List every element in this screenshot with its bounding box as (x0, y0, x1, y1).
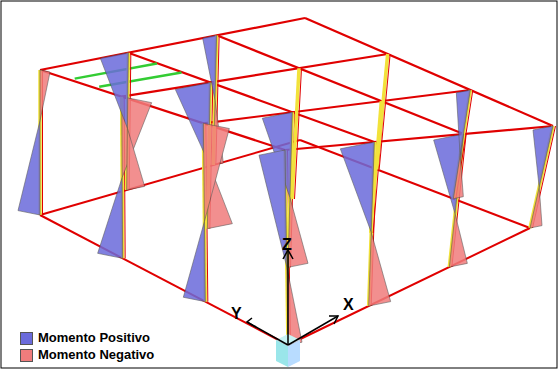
beam-line (40, 215, 288, 345)
moment-triangle (100, 53, 128, 129)
legend-swatch (20, 332, 33, 345)
moment-triangle (456, 90, 470, 155)
moment-triangle (127, 128, 145, 190)
beam-line (288, 228, 530, 345)
moment-triangle (453, 155, 463, 198)
axis-line (287, 250, 289, 345)
axis-label: X (343, 296, 354, 314)
beam-line (40, 70, 285, 150)
beams (40, 18, 553, 345)
moment-triangle (434, 134, 464, 214)
axes (247, 250, 338, 367)
moment-triangle (183, 221, 205, 301)
moment-triangle (40, 70, 50, 121)
beam-line (217, 35, 464, 134)
column (377, 54, 388, 169)
legend-swatch (20, 349, 33, 362)
column-edge (379, 54, 390, 169)
moment-triangle (98, 178, 123, 259)
axis-arrow (247, 318, 256, 327)
axis-label: Y (231, 305, 242, 323)
beam-line (300, 140, 530, 228)
beam-line (40, 18, 305, 70)
moment-triangle (533, 126, 553, 187)
column (530, 126, 553, 228)
beam-line (305, 18, 553, 126)
moment-triangle (203, 123, 229, 221)
axis-label: Z (282, 236, 292, 254)
columns (40, 35, 556, 345)
moment-triangle (287, 267, 302, 345)
moment-diagrams (18, 35, 553, 345)
moment-triangle (203, 35, 217, 100)
legend-label: Momento Negativo (38, 347, 154, 363)
column-edge (295, 68, 302, 199)
beam-line (128, 53, 374, 142)
moment-triangle (18, 121, 40, 215)
axis-line (288, 316, 338, 345)
moment-triangle (530, 187, 542, 228)
moment-triangle (449, 214, 467, 267)
moment-triangle (369, 232, 391, 306)
axis-arrow (329, 316, 338, 324)
beam-line (40, 140, 300, 215)
moment-triangle (340, 142, 374, 232)
legend-label: Momento Positivo (38, 330, 150, 346)
beam-line (285, 126, 553, 150)
